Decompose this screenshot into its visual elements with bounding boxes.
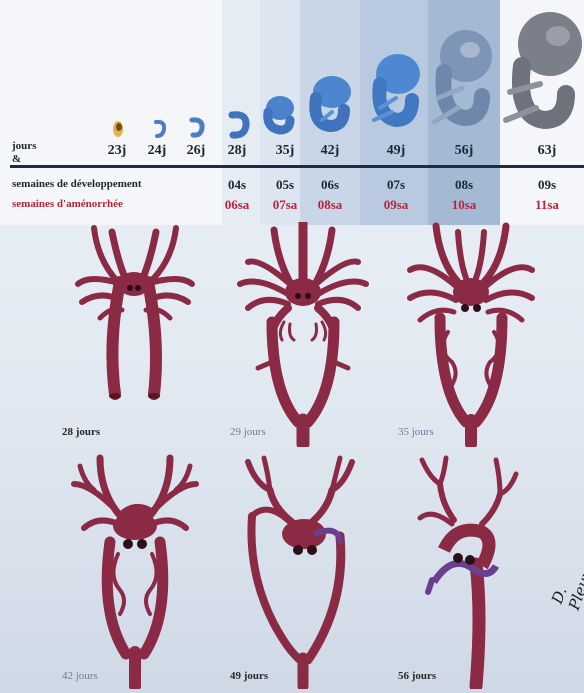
embryo-icon-23j <box>108 118 128 140</box>
stage-caption-29-jours: 29 jours <box>230 426 266 438</box>
stage-caption-49-jours: 49 jours <box>230 670 268 682</box>
row-label-amenorrhea-weeks: semaines d'aménorrhée <box>12 198 123 210</box>
stage-caption-28-jours: 28 jours <box>62 426 100 438</box>
dev-week-label: 06s <box>302 177 358 193</box>
timeline-axis-line <box>10 165 584 168</box>
day-label: 49j <box>368 143 424 159</box>
aortic-arch-diagram-56-days <box>396 454 546 689</box>
row-label-ampersand: & <box>12 153 21 165</box>
amenorrhea-week-label: 11sa <box>519 197 575 213</box>
embryo-icon-24j <box>150 118 170 140</box>
dev-week-label: 07s <box>368 177 424 193</box>
day-label: 42j <box>302 143 358 159</box>
stage-caption-42-jours: 42 jours <box>62 670 98 682</box>
amenorrhea-week-label: 09sa <box>368 197 424 213</box>
aortic-arch-diagram-42-days <box>60 454 210 689</box>
aortic-arch-diagram-35-days <box>396 222 546 447</box>
dev-week-label: 08s <box>436 177 492 193</box>
embryo-icon-26j <box>186 116 208 140</box>
aortic-arch-diagram-29-days <box>228 222 378 447</box>
embryo-icon-42j <box>302 72 354 134</box>
amenorrhea-week-label: 08sa <box>302 197 358 213</box>
embryo-icon-28j <box>226 110 252 140</box>
stage-caption-35-jours: 35 jours <box>398 426 434 438</box>
row-label-days: jours <box>12 140 36 152</box>
amenorrhea-week-label: 10sa <box>436 197 492 213</box>
row-label-dev-weeks: semaines de développement <box>12 178 142 190</box>
day-label: 63j <box>519 143 575 159</box>
artist-signature: D. Pleuvry <box>548 544 584 613</box>
aortic-arch-diagram-49-days <box>228 454 378 689</box>
embryo-icon-35j <box>258 92 298 136</box>
day-label: 56j <box>436 143 492 159</box>
embryo-icon-63j <box>500 8 584 134</box>
stage-caption-56-jours: 56 jours <box>398 670 436 682</box>
aortic-arch-diagram-28-days <box>60 222 210 427</box>
dev-week-label: 09s <box>519 177 575 193</box>
embryo-icon-49j <box>362 50 424 130</box>
embryo-icon-56j <box>426 26 498 130</box>
